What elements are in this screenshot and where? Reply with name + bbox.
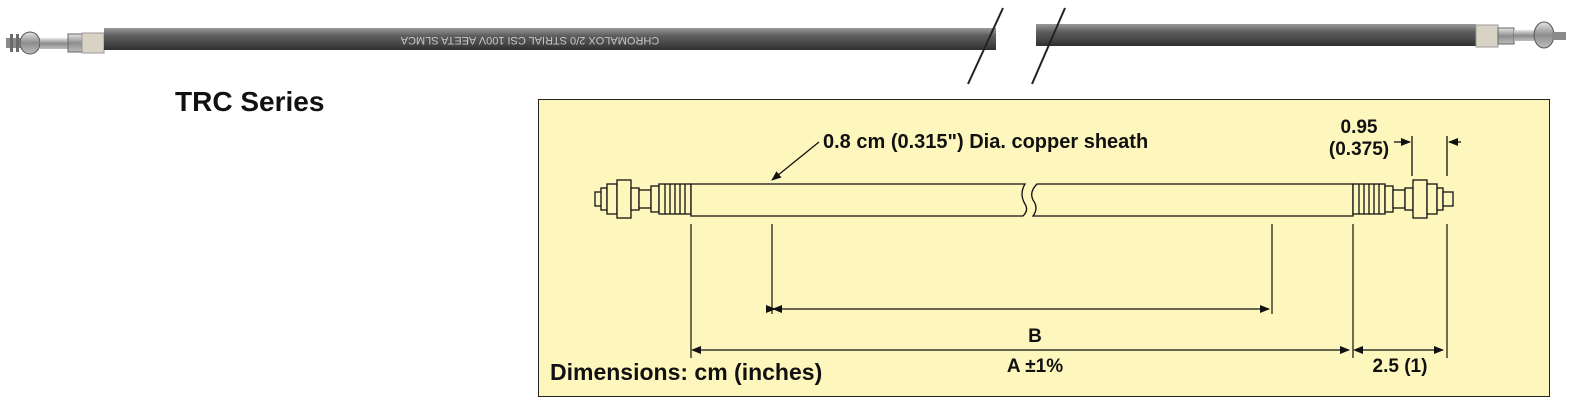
break-mark-left: [967, 7, 1004, 85]
sheath-leader-arrow: [771, 141, 820, 181]
right-terminal-photo: [1475, 21, 1566, 49]
terminal-width-value: 0.95: [1341, 117, 1378, 138]
terminal-width-inches: (0.375): [1329, 139, 1389, 160]
units-note: Dimensions: cm (inches): [550, 359, 822, 385]
sheath-tube-drawing: [690, 183, 1354, 217]
dimension-diagram: 0.8 cm (0.315") Dia. copper sheath 0.95 …: [538, 99, 1550, 397]
dim-end-label: 2.5 (1): [1373, 356, 1428, 377]
series-title: TRC Series: [175, 86, 325, 117]
etched-marking: CHROMALOX 2/0 STRIAL CSI 100V AEETA SLMC…: [400, 34, 659, 46]
dim-b-label: B: [1028, 326, 1042, 347]
sheath-tube-left: [104, 28, 996, 50]
left-terminal-drawing: [594, 179, 692, 219]
left-terminal-photo: [6, 31, 105, 55]
break-mark-right: [1031, 7, 1066, 85]
sheath-label: 0.8 cm (0.315") Dia. copper sheath: [823, 131, 1148, 153]
heater-element-photo: CHROMALOX 2/0 STRIAL CSI 100V AEETA SLMC…: [6, 7, 1566, 85]
right-terminal-drawing: [1352, 179, 1454, 219]
dim-a-label: A ±1%: [1007, 356, 1063, 377]
sheath-tube-right: [1036, 24, 1476, 46]
